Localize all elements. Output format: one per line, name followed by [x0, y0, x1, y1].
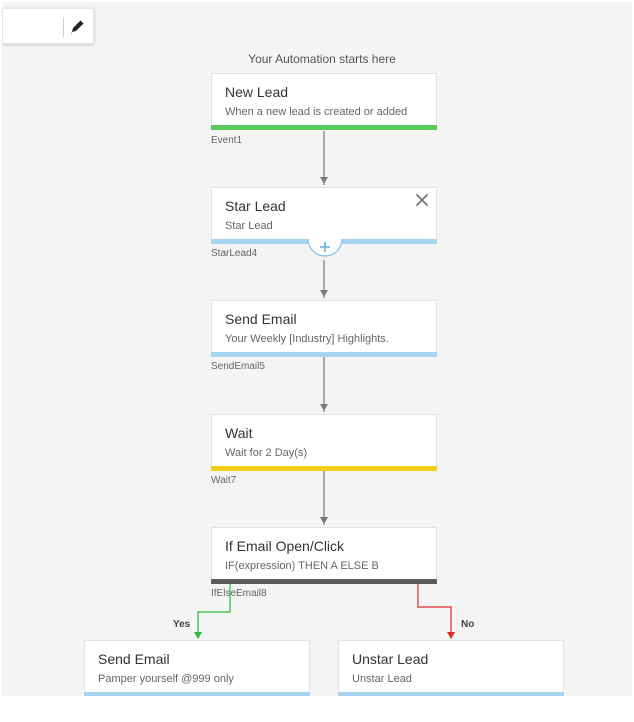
close-icon[interactable]	[415, 193, 429, 207]
node-subtitle: Wait for 2 Day(s)	[225, 447, 308, 459]
node-subtitle: Your Weekly [Industry] Highlights.	[225, 333, 389, 345]
node-subtitle: Pamper yourself @999 only	[98, 673, 234, 685]
node-title: Send Email	[98, 651, 170, 667]
node-id-label: IfElseEmail8	[211, 588, 267, 599]
branch-no-line	[417, 583, 452, 638]
node-no-unstar-lead[interactable]: Unstar Lead Unstar Lead	[338, 640, 564, 696]
connector-arrow	[320, 404, 328, 411]
workflow-name-box[interactable]	[2, 8, 94, 44]
automation-start-label: Your Automation starts here	[248, 52, 396, 66]
node-subtitle: Unstar Lead	[352, 673, 412, 685]
node-subtitle: IF(expression) THEN A ELSE B	[225, 560, 379, 572]
branch-no-arrow	[447, 632, 455, 639]
node-yes-send-email[interactable]: Send Email Pamper yourself @999 only	[84, 640, 310, 696]
name-box-divider	[63, 17, 64, 37]
node-title: Star Lead	[225, 198, 286, 214]
connector-arrow	[320, 290, 328, 297]
node-star-lead[interactable]: Star Lead Star Lead	[211, 187, 437, 244]
plus-icon[interactable]	[307, 238, 343, 260]
connector-arrow	[320, 517, 328, 524]
branch-yes-label: Yes	[173, 619, 191, 630]
node-id-label: Event1	[211, 135, 243, 146]
node-id-label: Wait7	[211, 475, 237, 486]
node-wait[interactable]: Wait Wait for 2 Day(s)	[211, 414, 437, 471]
branch-yes-line	[197, 583, 231, 638]
node-status-bar	[338, 692, 564, 696]
branch-no-label: No	[461, 619, 475, 630]
node-title: Wait	[225, 425, 253, 441]
node-title: Send Email	[225, 311, 297, 327]
node-title: If Email Open/Click	[225, 538, 345, 554]
connector-lines	[194, 131, 455, 639]
connector-arrow	[320, 177, 328, 184]
node-status-bar	[211, 125, 437, 130]
workflow-canvas[interactable]: Your Automation starts here New Lead Whe…	[2, 2, 632, 696]
node-id-label: SendEmail5	[211, 361, 265, 372]
node-status-bar	[211, 466, 437, 471]
node-title: Unstar Lead	[352, 651, 429, 667]
node-subtitle: Star Lead	[225, 220, 273, 232]
node-title: New Lead	[225, 84, 289, 100]
node-status-bar	[211, 352, 437, 357]
branch-yes-arrow	[194, 632, 202, 639]
node-if-email-open-click[interactable]: If Email Open/Click IF(expression) THEN …	[211, 527, 437, 584]
node-id-label: StarLead4	[211, 248, 258, 259]
node-status-bar	[211, 579, 437, 584]
pencil-icon[interactable]	[69, 18, 87, 36]
node-status-bar	[84, 692, 310, 696]
node-send-email[interactable]: Send Email Your Weekly [Industry] Highli…	[211, 300, 437, 357]
node-subtitle: When a new lead is created or added	[225, 106, 408, 118]
node-new-lead[interactable]: New Lead When a new lead is created or a…	[211, 73, 437, 130]
